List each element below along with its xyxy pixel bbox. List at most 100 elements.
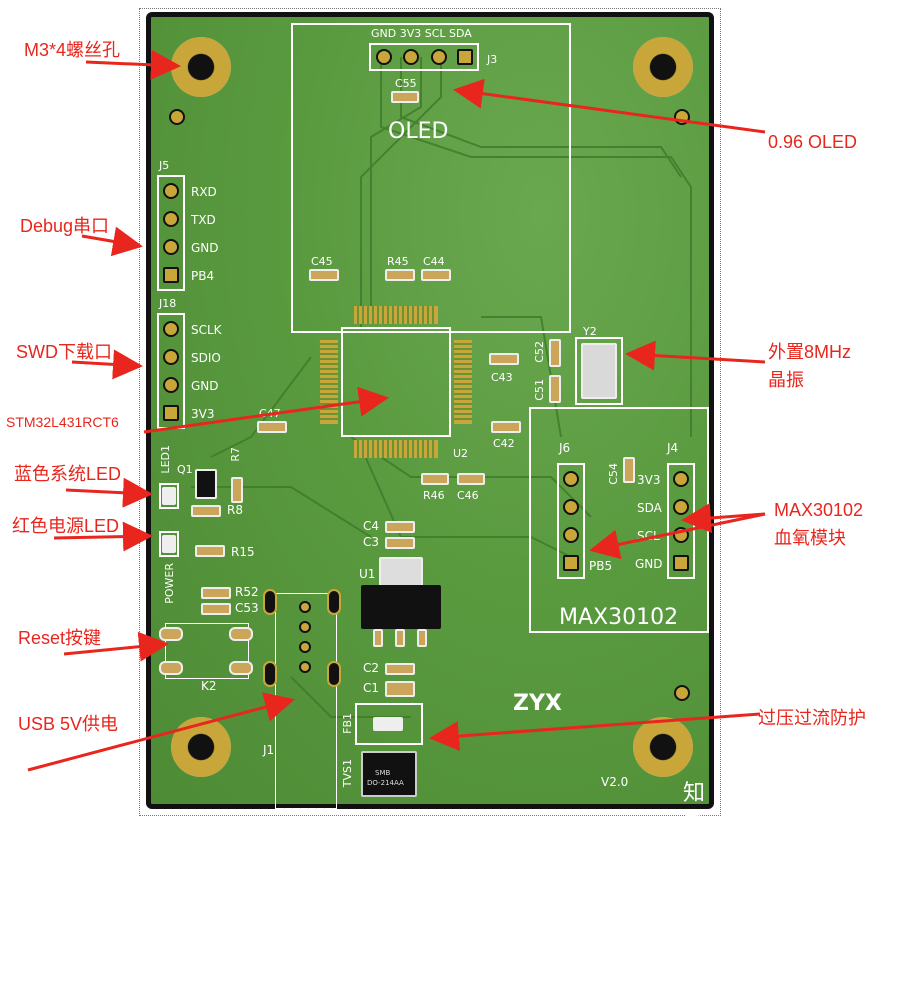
j3-header [369, 43, 479, 71]
r45-part [385, 269, 415, 281]
j1-shield-pad [263, 661, 277, 687]
c2-part [385, 663, 415, 675]
c4-ref: C4 [363, 519, 380, 533]
j18-pin [163, 377, 179, 393]
led-red-outline [159, 531, 179, 557]
j5-ref: J5 [159, 159, 170, 172]
fb1-outline [355, 703, 423, 745]
j18-pin-label: GND [191, 379, 219, 393]
j18-pin-label: SCLK [191, 323, 222, 337]
fiducial-pad [169, 109, 185, 125]
j5-pin [163, 267, 179, 283]
mcu-pins [320, 306, 472, 458]
mount-hole-top-right [633, 37, 693, 97]
j5-pin-label: GND [191, 241, 219, 255]
j3-pin [457, 49, 473, 65]
led1-ref: LED1 [159, 445, 172, 474]
j3-pin [376, 49, 392, 65]
j4-pin-label: SCL [637, 529, 660, 543]
j4-pin-label: SDA [637, 501, 662, 515]
c53-part [201, 603, 231, 615]
c46-part [457, 473, 485, 485]
k2-pad [159, 661, 183, 675]
r8-part [191, 505, 221, 517]
oled-label: OLED [388, 119, 449, 144]
callout-osc: 外置8MHz 晶振 [768, 342, 852, 390]
j4-pin [673, 555, 689, 571]
j6-pin [563, 471, 579, 487]
pcb-board: GND 3V3 SCL SDA J3 C55 OLED C45 R45 C44 … [146, 12, 714, 991]
c54-part [623, 457, 635, 483]
c3-ref: C3 [363, 535, 380, 549]
fb1-ref: FB1 [341, 713, 354, 734]
y2-crystal [581, 343, 617, 399]
j5-pin [163, 239, 179, 255]
j3-pin [403, 49, 419, 65]
callout-mcu: STM32L431RCT6 [6, 414, 119, 430]
k2-pad [229, 661, 253, 675]
callout-swd: SWD下载口 [16, 342, 112, 362]
j5-pin [163, 211, 179, 227]
j3-pin-labels: GND 3V3 SCL SDA [371, 27, 472, 40]
c51-part [549, 375, 561, 403]
c42-ref: C42 [493, 437, 515, 450]
u2-ref: U2 [453, 447, 469, 460]
u1-body [361, 585, 441, 629]
power-label: POWER [163, 563, 176, 604]
mount-hole-bottom-left [171, 717, 231, 777]
tvs1-marking-1: SMB [375, 769, 391, 777]
k2-ref: K2 [201, 679, 217, 693]
j5-pin-label: TXD [191, 213, 216, 227]
j1-ref: J1 [263, 743, 275, 757]
q1-part [195, 469, 217, 499]
j4-pin [673, 499, 689, 515]
j5-header [157, 175, 185, 291]
j18-pin-label: 3V3 [191, 407, 215, 421]
r46-part [421, 473, 449, 485]
j4-ref: J4 [667, 441, 679, 455]
selection-frame [139, 8, 721, 816]
j1-pin [299, 601, 311, 613]
tvs1-ref: TVS1 [341, 759, 354, 788]
j1-shield-pad [327, 661, 341, 687]
c45-ref: C45 [311, 255, 333, 268]
j6-pin [563, 527, 579, 543]
j18-pin [163, 405, 179, 421]
j6-pin [563, 555, 579, 571]
k2-pad [229, 627, 253, 641]
k2-pad [159, 627, 183, 641]
j6-pin [563, 499, 579, 515]
fiducial-pad [674, 109, 690, 125]
callout-max: MAX30102 血氧模块 [774, 500, 864, 548]
j1-pin [299, 621, 311, 633]
j18-pin-label: SDIO [191, 351, 221, 365]
j18-pin [163, 321, 179, 337]
zyx-logo: ZYX [513, 691, 562, 716]
u1-leg [395, 629, 405, 647]
c46-ref: C46 [457, 489, 479, 502]
callout-mount: M3*4螺丝孔 [24, 40, 121, 60]
callout-usb: USB 5V供电 [18, 714, 119, 734]
mount-hole-bottom-right [633, 717, 693, 777]
j4-pin [673, 527, 689, 543]
j1-pin [299, 661, 311, 673]
r52-part [201, 587, 231, 599]
tvs1-marking-2: DO-214AA [367, 779, 404, 787]
j5-pin-label: RXD [191, 185, 217, 199]
c45-part [309, 269, 339, 281]
oled-outline [291, 23, 571, 333]
tvs1-body [361, 751, 417, 797]
j6-header [557, 463, 585, 579]
c44-ref: C44 [423, 255, 445, 268]
c44-part [421, 269, 451, 281]
c55-ref: C55 [395, 77, 417, 90]
c47-ref: C47 [259, 407, 281, 420]
callout-led-blue: 蓝色系统LED [14, 464, 122, 484]
led-red [162, 535, 176, 553]
y2-crystal-outline [575, 337, 623, 405]
c52-part [549, 339, 561, 367]
fb1-part [373, 717, 403, 731]
c3-part [385, 537, 415, 549]
c43-part [489, 353, 519, 365]
callout-protect: 过压过流防护 [758, 708, 866, 728]
